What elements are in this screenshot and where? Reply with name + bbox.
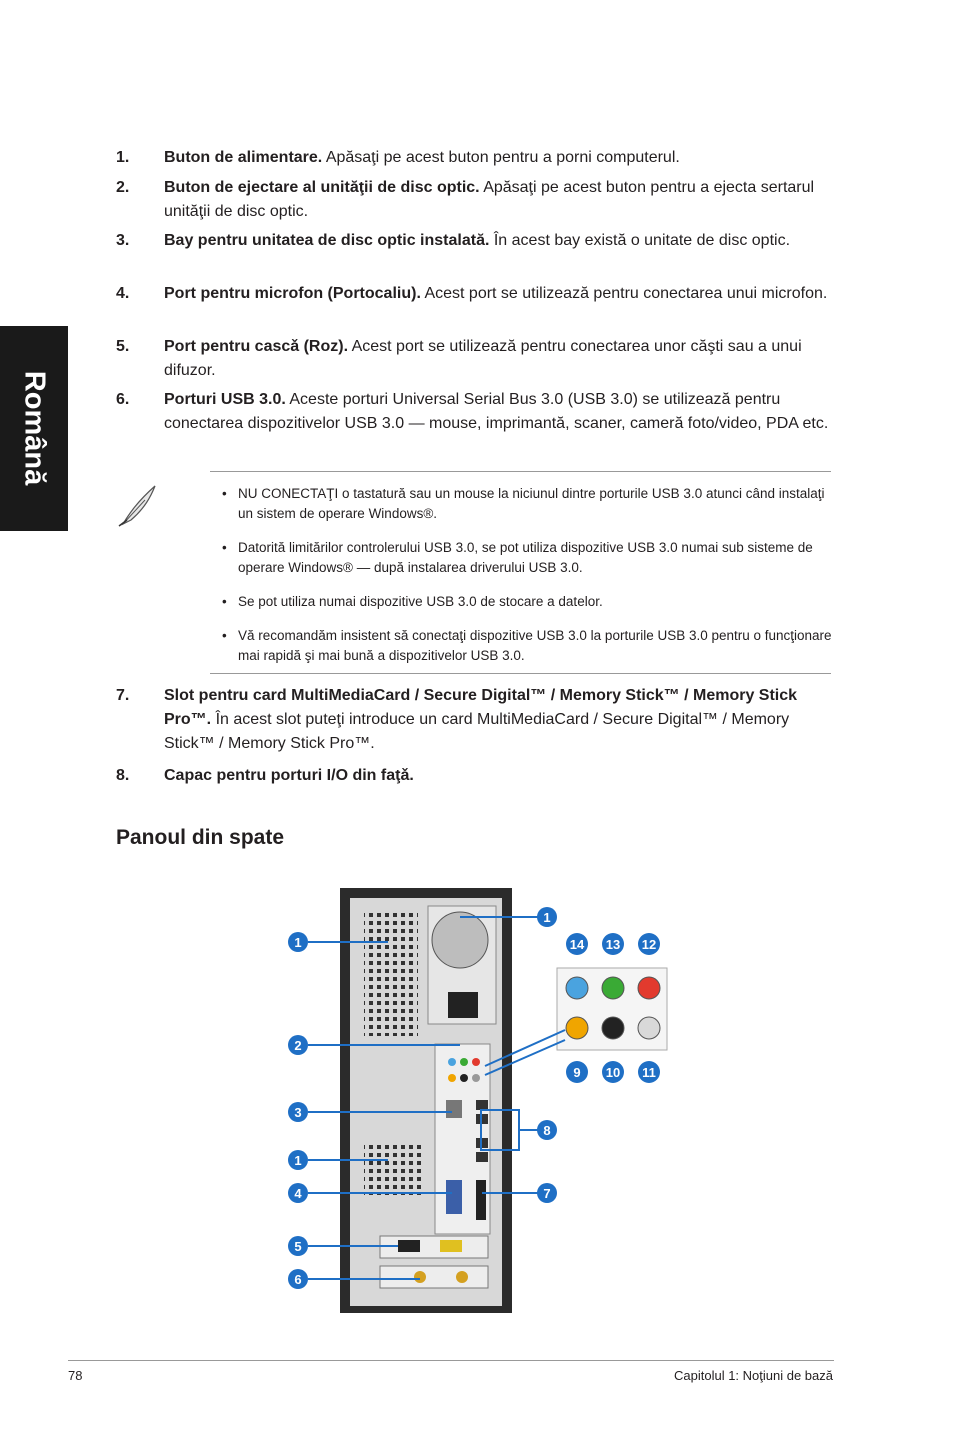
audio-jack xyxy=(601,1016,625,1040)
mini-jack xyxy=(448,1058,456,1066)
section-title: Panoul din spate xyxy=(116,826,285,849)
tv-connector xyxy=(414,1271,426,1283)
callout-label: 14 xyxy=(570,937,585,952)
callout-badges: 1 1 2 3 1 4 5 6 7 8 14 13 12 9 10 11 xyxy=(288,907,660,1289)
expansion-card xyxy=(379,1265,489,1289)
note-bottom-rule xyxy=(210,673,831,674)
tv-connector xyxy=(456,1271,468,1283)
mini-jack xyxy=(460,1058,468,1066)
mini-jack xyxy=(460,1074,468,1082)
audio-jack xyxy=(637,1016,661,1040)
callout-label: 10 xyxy=(606,1065,620,1080)
callout-label: 13 xyxy=(606,937,620,952)
dvi-card-port xyxy=(440,1240,462,1252)
lan-port xyxy=(446,1100,462,1118)
mini-jack xyxy=(472,1074,480,1082)
note-bullet: •NU CONECTAŢI o tastatură sau un mouse l… xyxy=(222,486,825,521)
usb-port xyxy=(476,1100,488,1110)
callout-label: 1 xyxy=(543,910,550,925)
feather-pen-icon xyxy=(118,485,156,527)
psu-fan xyxy=(431,911,489,969)
list-item: 6.Porturi USB 3.0. Aceste porturi Univer… xyxy=(116,391,829,432)
vga-port xyxy=(446,1180,462,1214)
audio-jack xyxy=(601,976,625,1000)
callout-label: 1 xyxy=(294,1153,301,1168)
callout-label: 4 xyxy=(294,1186,302,1201)
hdmi-card-port xyxy=(398,1240,420,1252)
hdmi-port xyxy=(476,1180,486,1220)
power-socket xyxy=(448,992,478,1018)
callout-label: 6 xyxy=(294,1272,301,1287)
callout-label: 8 xyxy=(543,1123,550,1138)
note-bullet: •Vă recomandăm insistent să conectaţi di… xyxy=(222,628,832,663)
callout-label: 9 xyxy=(573,1065,580,1080)
usb-port xyxy=(476,1152,488,1162)
list-item: 2.Buton de ejectare al unităţii de disc … xyxy=(116,179,815,220)
audio-jack xyxy=(637,976,661,1000)
middle-vent xyxy=(364,1145,424,1195)
audio-jack xyxy=(565,1016,589,1040)
mini-jack xyxy=(448,1074,456,1082)
note-bullet: •Datorită limitărilor controlerului USB … xyxy=(222,540,813,575)
page-number: 78 xyxy=(68,1368,83,1383)
audio-jack xyxy=(565,976,589,1000)
callout-label: 11 xyxy=(642,1065,656,1080)
list-item: 5.Port pentru cascǎ (Roz). Acest port se… xyxy=(116,338,802,379)
mini-jack xyxy=(472,1058,480,1066)
list-item: 3.Bay pentru unitatea de disc optic inst… xyxy=(116,232,791,249)
callout-lines xyxy=(308,916,566,1280)
footer-rule xyxy=(68,1360,834,1361)
note-top-rule xyxy=(210,471,831,472)
chapter-title: Capitolul 1: Noţiuni de bază xyxy=(674,1368,833,1383)
callout-label: 12 xyxy=(642,937,656,952)
callout-label: 3 xyxy=(294,1105,301,1120)
callout-label: 1 xyxy=(294,935,301,950)
list-item: 8.Capac pentru porturi I/O din faţǎ. xyxy=(116,767,414,784)
rear-panel-diagram: 1 1 2 3 1 4 5 6 7 8 14 13 12 9 10 11 xyxy=(288,888,668,1313)
language-side-tab: Română xyxy=(0,326,68,531)
list-item: 7.Slot pentru card MultiMediaCard / Secu… xyxy=(116,687,798,752)
callout-label: 7 xyxy=(543,1186,550,1201)
list-item: 4.Port pentru microfon (Portocaliu). Ace… xyxy=(116,285,828,302)
callout-label: 5 xyxy=(294,1239,301,1254)
list-item: 1.Buton de alimentare. Apăsaţi pe acest … xyxy=(116,149,680,166)
language-label: Română xyxy=(18,370,51,486)
top-vent xyxy=(364,910,418,1036)
note-bullet: •Se pot utiliza numai dispozitive USB 3.… xyxy=(222,594,603,609)
callout-label: 2 xyxy=(294,1038,301,1053)
